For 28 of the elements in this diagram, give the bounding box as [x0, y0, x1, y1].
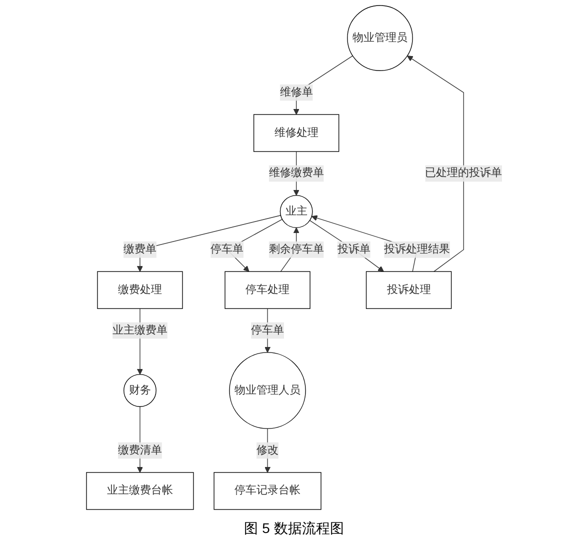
arrow — [406, 56, 464, 272]
edge-label: 停车单 — [250, 324, 284, 336]
arrow — [309, 220, 384, 272]
edge-label: 已处理的投诉单 — [424, 167, 502, 179]
edge-label: 业主缴费单 — [112, 324, 168, 336]
node-box: 业主缴费台帐 — [86, 472, 194, 510]
edge-label: 维修单 — [280, 86, 313, 98]
arrow — [311, 215, 418, 272]
node-box: 停车记录台帐 — [213, 472, 322, 510]
edge-label: 维修缴费单 — [268, 167, 324, 179]
node-box: 停车处理 — [224, 271, 310, 309]
node-circle: 物业管理人员 — [228, 352, 306, 429]
node-circle: 业主 — [280, 195, 313, 228]
edge-label: 缴费单 — [123, 243, 156, 256]
node-box: 投诉处理 — [366, 271, 452, 309]
arrow — [264, 428, 270, 473]
edge-label: 修改 — [256, 444, 278, 456]
edge-label: 剩余停车单 — [268, 243, 324, 256]
node-box: 缴费处理 — [96, 271, 183, 309]
node-box: 维修处理 — [253, 114, 339, 152]
edge-label: 缴费清单 — [118, 444, 162, 456]
figure-caption: 图 5 数据流程图 — [244, 520, 344, 536]
edge-label: 停车单 — [210, 243, 244, 256]
node-circle: 物业管理员 — [346, 5, 413, 71]
edge-label: 投诉处理结果 — [384, 243, 450, 256]
arrow — [136, 215, 281, 272]
node-circle: 财务 — [123, 374, 156, 407]
edge-label: 投诉单 — [337, 243, 370, 256]
